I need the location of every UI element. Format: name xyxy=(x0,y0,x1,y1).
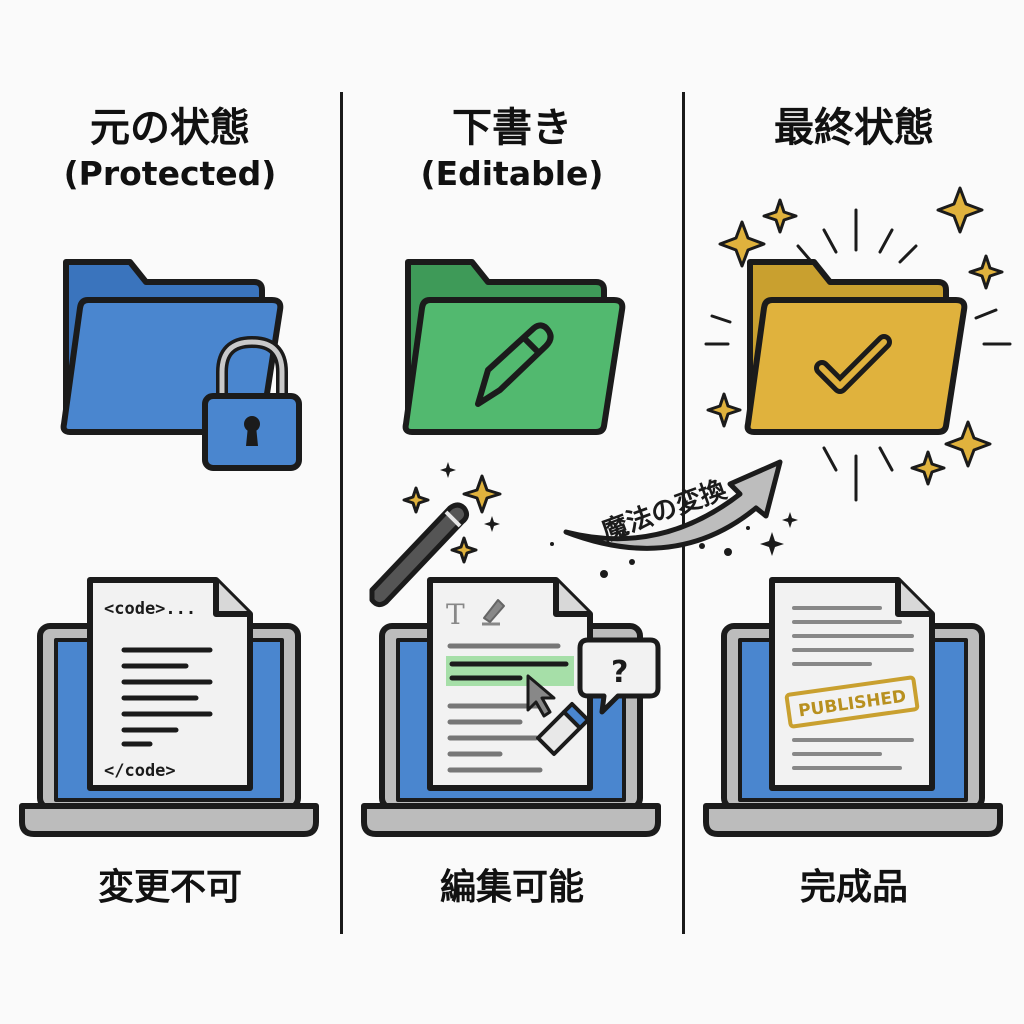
burst-rays xyxy=(704,208,1012,502)
checkmark-icon xyxy=(814,334,892,394)
draft-subtitle: (Editable) xyxy=(420,154,604,193)
magic-wand-icon xyxy=(369,502,470,608)
transition-arrow xyxy=(563,459,783,551)
final-folder-icon xyxy=(744,259,968,435)
question-mark: ? xyxy=(611,655,628,690)
question-bubble xyxy=(577,637,661,715)
column-title-original: 元の状態 (Protected) xyxy=(0,104,340,196)
caption-original: 変更不可 xyxy=(97,867,242,908)
code-document xyxy=(87,577,253,791)
sparkle-icon xyxy=(706,186,1004,486)
column-divider-left xyxy=(340,92,343,934)
column-divider-right xyxy=(682,92,685,934)
lock-icon xyxy=(202,335,302,471)
column-title-final: 最終状態 xyxy=(684,104,1024,152)
cursor-icon xyxy=(526,674,556,718)
caption-draft: 編集可能 xyxy=(439,867,584,908)
draft-title: 下書き xyxy=(452,105,572,151)
eraser-icon xyxy=(536,702,590,756)
final-title: 最終状態 xyxy=(774,105,934,151)
pencil-icon xyxy=(475,322,554,407)
original-subtitle: (Protected) xyxy=(63,154,277,193)
code-close-tag: </code> xyxy=(104,761,176,781)
text-tool-glyph: T xyxy=(446,598,465,631)
original-title: 元の状態 xyxy=(90,105,250,151)
sparkle-icon xyxy=(402,462,502,564)
arrow-dots xyxy=(550,512,798,578)
caption-final: 完成品 xyxy=(799,867,908,908)
protected-folder-icon xyxy=(60,259,284,435)
column-title-draft: 下書き (Editable) xyxy=(342,104,682,196)
code-open-tag: <code>... xyxy=(104,599,196,619)
editable-folder-icon xyxy=(402,259,626,435)
